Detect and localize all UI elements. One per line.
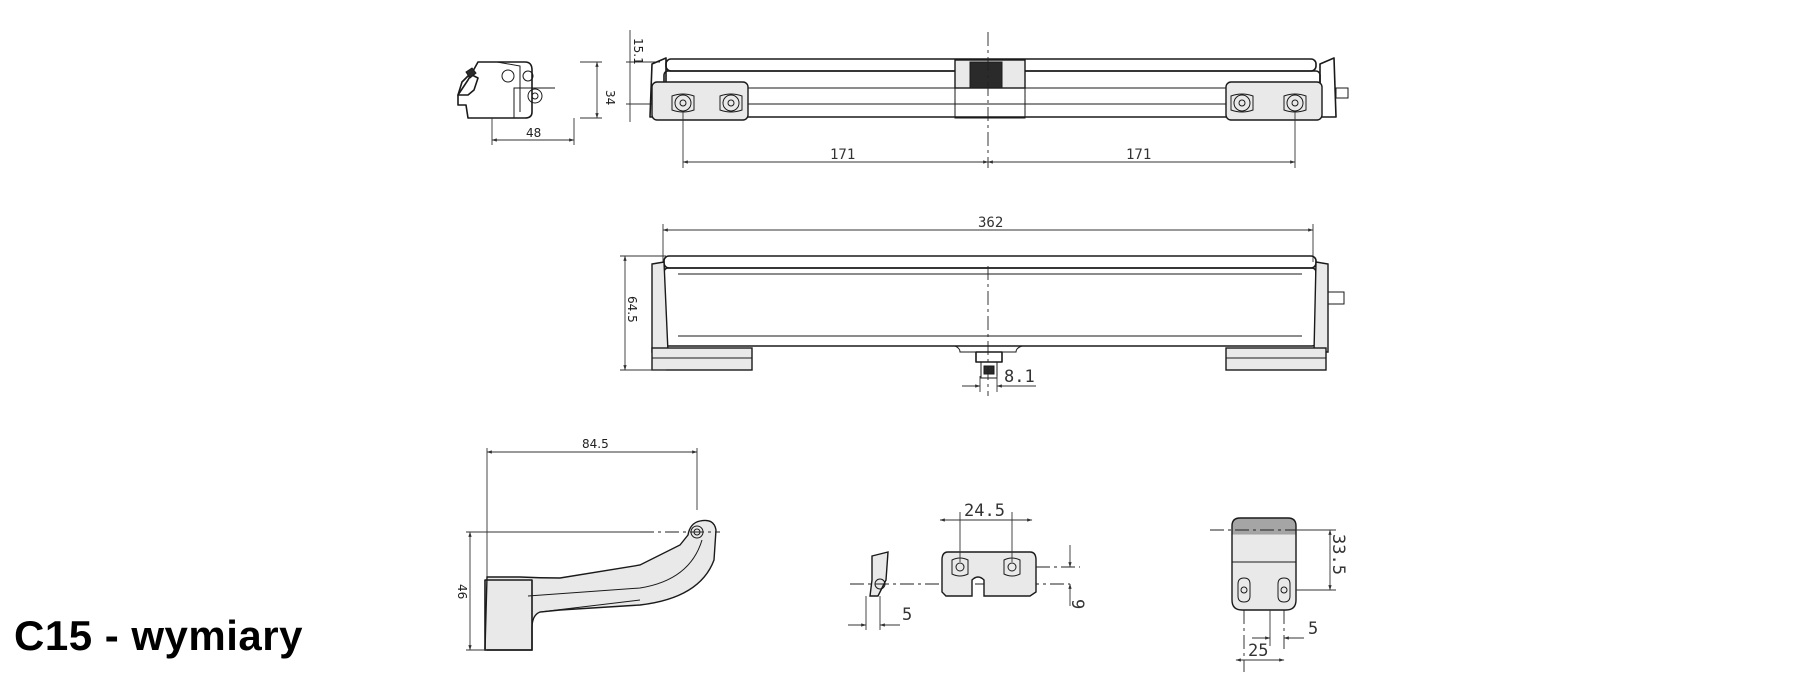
dim-handle-length: 84.5 [582,437,609,451]
dim-top-offset: 15.1 [631,38,645,65]
top-view: 171 171 [649,32,1349,168]
bracket2-view: 33.5 5 25 [1210,517,1348,672]
dim-spindle: 8.1 [1004,367,1035,387]
dim-handle-height: 46 [455,584,469,599]
handle-view: 84.5 46 [455,437,720,651]
page-title: C15 - wymiary [14,612,303,659]
dim-side-width: 48 [526,126,541,140]
front-view: 362 64.5 8.1 [620,215,1345,396]
bracket-view: 5 24.5 9 [848,501,1087,630]
dim-half-left: 171 [830,147,855,163]
dim-bracket2-height: 33.5 [1328,534,1348,575]
dim-bracket-side: 5 [902,605,912,625]
dim-side-height: 34 [603,90,617,105]
dim-bracket-width: 24.5 [964,501,1005,521]
dim-bracket-offset: 9 [1067,599,1087,609]
dim-bracket2-side: 5 [1308,619,1318,639]
dim-overall-length: 362 [978,215,1003,231]
dim-overall-height: 64.5 [625,296,639,323]
dim-half-right: 171 [1126,147,1151,163]
side-view: 48 34 15.1 [457,30,660,145]
dim-bracket2-width: 25 [1248,641,1268,661]
